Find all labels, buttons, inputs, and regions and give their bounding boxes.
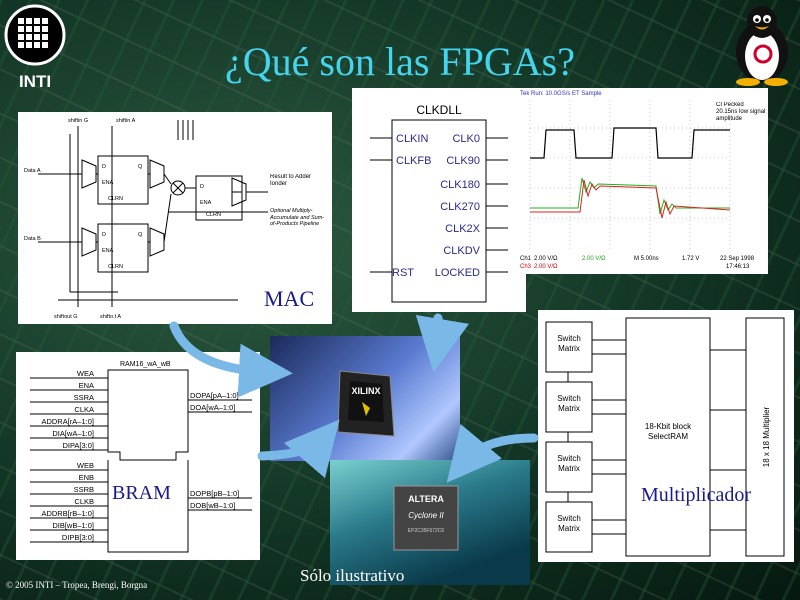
scope-ch2-scale: 2.00 V/Ω xyxy=(582,256,606,262)
inti-logo xyxy=(4,4,66,66)
scope-ch1: Ch1 xyxy=(520,256,532,262)
scope-timebase: M 5.00ns xyxy=(634,256,659,262)
mac-reg-a-q: Q xyxy=(138,164,143,170)
illustrative-note: Sólo ilustrativo xyxy=(300,566,405,585)
clkdll-pin-rst: RST xyxy=(392,267,414,279)
mac-reg-a-clrn: CLRN xyxy=(108,196,123,202)
clkdll-pin-clk270: CLK270 xyxy=(440,201,480,213)
cyclone-text: Cyclone II xyxy=(408,511,444,520)
clkdll-diagram: CLKDLL CLKIN CLKFB RST CLK0 CLK90 CLK180… xyxy=(352,88,526,312)
mac-reg-a-ena: ENA xyxy=(102,180,114,186)
arrow-multiplier-to-chip xyxy=(446,423,539,483)
selectram-block: 18-Kbit block SelectRAM xyxy=(644,422,692,441)
bram-port-dopa: DOPA[pA–1:0] xyxy=(190,391,239,400)
tux-penguin-icon xyxy=(736,6,788,86)
multiplier-diagram: Switch Matrix Switch Matrix Switch Matri… xyxy=(538,310,794,562)
mac-reg-b-d: D xyxy=(102,232,106,238)
clkdll-pin-clk180: CLK180 xyxy=(440,179,480,191)
mac-result-note: Result to Adder Ionder xyxy=(270,174,312,187)
altera-part-number: EP2C35F672C6 xyxy=(408,528,445,534)
mac-shiftin-g: shiftin G xyxy=(68,118,88,124)
switch-matrix-1: Switch Matrix xyxy=(557,334,581,353)
mac-reg-out-d: D xyxy=(200,184,204,190)
scope-clock: 17:46:13 xyxy=(726,264,750,270)
scope-trigger: 1.72 V xyxy=(682,256,699,262)
clkdll-pin-clk2x: CLK2X xyxy=(445,223,481,235)
bram-port-dia: DIA[wA–1:0] xyxy=(52,429,94,438)
mac-reg-a-d: D xyxy=(102,164,106,170)
bram-port-dipa: DIPA[3:0] xyxy=(62,441,94,450)
scope-header: Tek Run: 10.0GS/s ET Sample xyxy=(520,91,602,97)
bram-port-clkb: CLKB xyxy=(74,497,94,506)
mac-reg-b-ena: ENA xyxy=(102,248,114,254)
label-mac: MAC xyxy=(264,286,315,311)
scope-ch3: Ch3 xyxy=(520,264,532,270)
scope-date: 22 Sep 1998 xyxy=(720,256,755,262)
bram-port-ssrb: SSRB xyxy=(74,485,94,494)
slide-title: ¿Qué son las FPGAs? xyxy=(225,39,575,84)
label-multiplicador: Multiplicador xyxy=(641,484,751,506)
mac-shiftout-g: shiftout G xyxy=(54,314,78,320)
clkdll-pin-clk90: CLK90 xyxy=(446,155,480,167)
bram-port-addra: ADDRA[rA–1:0] xyxy=(41,417,94,426)
clkdll-pin-locked: LOCKED xyxy=(435,267,480,279)
bram-port-ssra: SSRA xyxy=(74,393,94,402)
mac-reg-out-ena: ENA xyxy=(200,200,212,206)
bram-diagram: RAM16_wA_wB WEA ENA SSRA CLKA ADDRA[rA–1… xyxy=(16,352,260,560)
scope-note: CI Pecked 20.15ns low signal amplitude xyxy=(716,102,766,122)
arrow-mac-to-chip xyxy=(169,321,293,398)
oscilloscope-capture: Tek Run: 10.0GS/s ET Sample CI Pecked 20… xyxy=(516,88,768,274)
multiplier-block: 18 x 18 Multiplier xyxy=(762,406,771,467)
scope-ch1-scale: 2.00 V/Ω xyxy=(534,256,558,262)
scope-ch3-scale: 2.00 V/Ω xyxy=(534,264,558,270)
mac-reg-b-q: Q xyxy=(138,232,143,238)
bram-port-dipb: DIPB[3:0] xyxy=(62,533,94,542)
bram-port-dob: DOB[wB–1:0] xyxy=(190,501,235,510)
switch-matrix-3: Switch Matrix xyxy=(557,454,581,473)
mac-reg-out-clrn: CLRN xyxy=(206,212,221,218)
logo-text: INTI xyxy=(18,72,52,91)
bram-port-clka: CLKA xyxy=(74,405,94,414)
mac-optional-note: Optional Multiply-Accumulate and Sum-of-… xyxy=(270,208,325,227)
clkdll-title: CLKDLL xyxy=(416,103,462,117)
mac-shiftout-a: shifto.t A xyxy=(100,314,121,320)
switch-matrix-2: Switch Matrix xyxy=(557,394,581,413)
mac-diagram: shiftin G shiftin A Data A Data B D Q EN… xyxy=(18,112,332,324)
bram-port-enb: ENB xyxy=(79,473,94,482)
arrow-bram-to-chip xyxy=(257,419,340,479)
clkdll-pin-clk0: CLK0 xyxy=(452,133,480,145)
label-bram: BRAM xyxy=(112,482,171,504)
bram-port-addrb: ADDRB[rB–1:0] xyxy=(41,509,94,518)
clkdll-pin-clkin: CLKIN xyxy=(396,133,428,145)
xilinx-logo-text: XILINX xyxy=(351,386,380,396)
arrow-clkdll-to-chip xyxy=(415,313,470,373)
bram-port-dib: DIB[wB–1:0] xyxy=(52,521,94,530)
footer-credit: © 2005 INTI – Tropea, Brengi, Borgna xyxy=(6,580,148,590)
mac-shiftin-a: shiftin A xyxy=(116,118,136,124)
bram-port-dopb: DOPB[pB–1:0] xyxy=(190,489,239,498)
bram-port-doa: DOA[wA–1:0] xyxy=(190,403,235,412)
mac-reg-b-clrn: CLRN xyxy=(108,264,123,270)
mac-data-b: Data B xyxy=(24,236,41,242)
switch-matrix-4: Switch Matrix xyxy=(557,514,581,533)
bram-title: RAM16_wA_wB xyxy=(120,361,171,368)
bram-port-ena: ENA xyxy=(79,381,94,390)
clkdll-pin-clkfb: CLKFB xyxy=(396,155,431,167)
altera-logo-text: ALTERA xyxy=(408,494,444,504)
bram-port-web: WEB xyxy=(77,461,94,470)
clkdll-pin-clkdv: CLKDV xyxy=(443,245,480,257)
bram-port-wea: WEA xyxy=(77,369,94,378)
mac-data-a: Data A xyxy=(24,168,41,174)
